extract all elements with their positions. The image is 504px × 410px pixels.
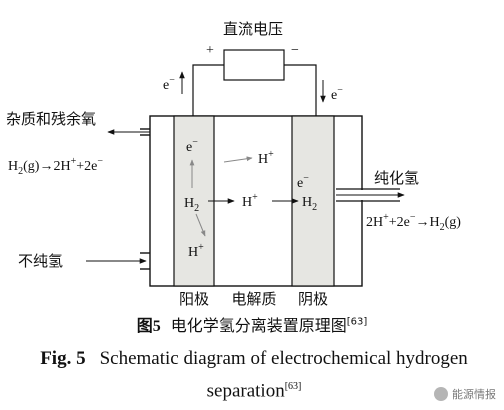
wire-right: [284, 64, 317, 116]
anode-label: 阳极: [179, 290, 209, 308]
caption-english: Fig. 5 Schematic diagram of electrochemic…: [14, 345, 494, 405]
caption-cn-ref: [63]: [346, 316, 368, 328]
electrolyte-label: 电解质: [231, 290, 276, 308]
watermark: 能源情报: [434, 386, 496, 402]
circuit-electron-right: e−: [331, 85, 343, 103]
minus-sign: −: [291, 43, 299, 58]
power-source-box: [223, 49, 285, 81]
caption-en-text: Schematic diagram of electrochemical hyd…: [99, 348, 468, 402]
watermark-text: 能源情报: [452, 388, 496, 401]
caption-cn-fig: 图5: [136, 318, 161, 335]
anode-proton: H+: [188, 242, 204, 260]
cathode-electrode: [291, 115, 335, 287]
caption-en-fig: Fig. 5: [40, 348, 86, 369]
electrolyte-proton: H+: [242, 192, 258, 210]
pure-label: 纯化氢: [374, 169, 419, 187]
caption-en-ref: [63]: [284, 381, 302, 392]
proton-upper-arrow: [223, 156, 253, 163]
electrolyte-proton-upper: H+: [258, 149, 274, 167]
watermark-logo-icon: [434, 387, 448, 401]
anode-reaction: H2(g)→2H++2e−: [8, 156, 103, 177]
inlet-label: 不纯氢: [18, 252, 63, 270]
anode-electron: e−: [186, 137, 198, 155]
circuit-electron-left: e−: [163, 75, 175, 93]
caption-cn-text: 电化学氢分离装置原理图: [170, 316, 347, 335]
outlet-label: 杂质和残余氧: [6, 110, 96, 128]
cathode-label: 阴极: [298, 290, 328, 308]
cathode-h2: H2: [302, 195, 317, 213]
caption-chinese: 图5 电化学氢分离装置原理图[63]: [0, 312, 504, 336]
cathode-electron: e−: [297, 173, 309, 191]
separation-diagram: 直流电压 + − e− e− 杂质和残余氧 H2(g)→2H++2e− 不纯氢 …: [6, 20, 461, 308]
plus-sign: +: [206, 43, 214, 58]
anode-electrode: [173, 115, 215, 287]
anode-h2: H2: [184, 196, 199, 214]
cathode-reaction: 2H++2e−→H2(g): [366, 212, 461, 233]
wire-left: [192, 64, 224, 116]
voltage-label: 直流电压: [223, 20, 283, 38]
anode-proton-arrow: [195, 213, 206, 237]
